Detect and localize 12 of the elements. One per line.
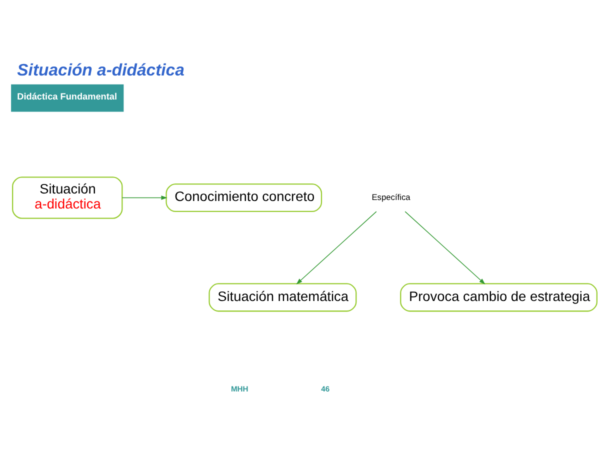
label: Didáctica Fundamental	[17, 91, 118, 102]
label: 46	[321, 384, 330, 393]
arrow	[122, 195, 168, 200]
node-text: Específica	[372, 191, 410, 202]
label: MHH	[230, 384, 248, 393]
arrow	[404, 210, 486, 284]
node-box: Provoca cambio de estrategia	[400, 282, 598, 312]
node-box: Conocimiento concreto	[166, 183, 322, 212]
arrow	[296, 210, 377, 284]
diagram-title: Situación a-didáctica	[17, 60, 184, 80]
node-box: Situación a-didáctica	[12, 176, 123, 218]
node-box: Situación matemática	[208, 282, 357, 312]
